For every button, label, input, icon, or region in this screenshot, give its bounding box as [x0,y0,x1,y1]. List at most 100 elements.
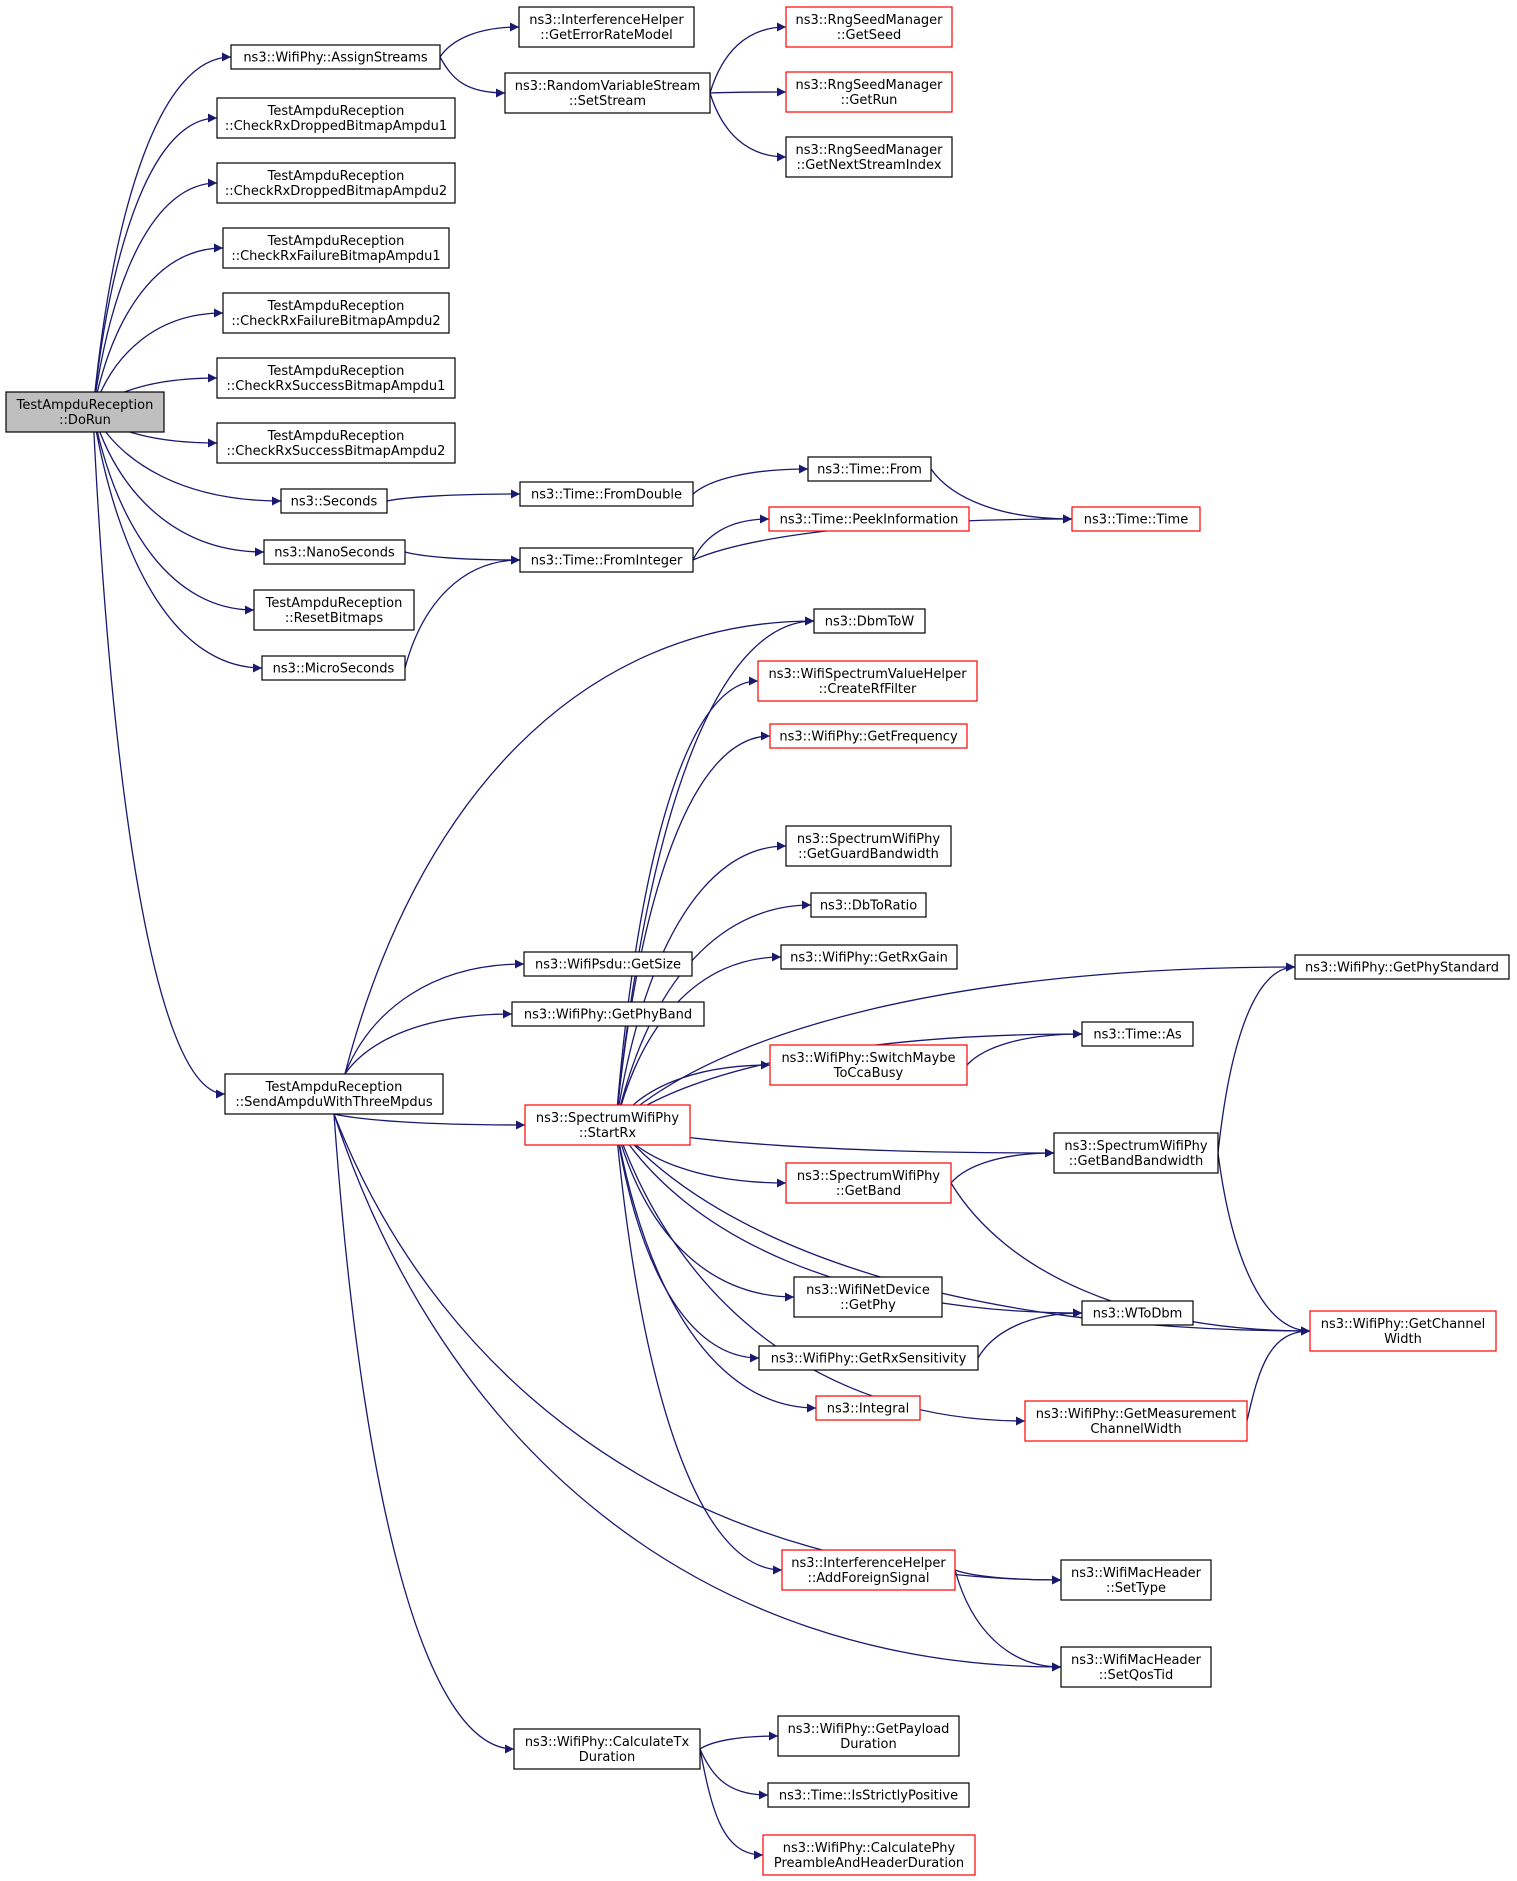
edge-root-to-cdrop2 [92,178,218,413]
node-box [1081,1021,1194,1047]
node-csucc1[interactable]: TestAmpduReception::CheckRxSuccessBitmap… [216,357,456,399]
node-phyband[interactable]: ns3::WifiPhy::GetPhyBand [511,1001,705,1027]
node-guardbw[interactable]: ns3::SpectrumWifiPhy::GetGuardBandwidth [785,825,952,867]
node-wtodbm[interactable]: ns3::WToDbm [1081,1300,1194,1326]
node-getfreq[interactable]: ns3::WifiPhy::GetFrequency [769,723,968,749]
node-label: ns3::DbmToW [825,615,915,630]
node-strictpos[interactable]: ns3::Time::IsStrictlyPositive [767,1782,970,1808]
node-cdrop1[interactable]: TestAmpduReception::CheckRxDroppedBitmap… [216,97,456,139]
node-box [5,391,165,433]
node-box [762,1834,976,1876]
node-seconds[interactable]: ns3::Seconds [280,488,388,514]
edge-meascw-to-chwidth [1246,1326,1311,1422]
node-dbtoratio[interactable]: ns3::DbToRatio [810,892,927,918]
node-label: ::CheckRxSuccessBitmapAmpdu2 [227,444,446,459]
node-setstream[interactable]: ns3::RandomVariableStream::SetStream [504,72,711,114]
node-label: ns3::SpectrumWifiPhy [536,1111,679,1126]
node-box [780,944,958,970]
node-getsize[interactable]: ns3::WifiPsdu::GetSize [523,951,693,977]
node-label: ::GetNextStreamIndex [796,158,941,173]
node-settype[interactable]: ns3::WifiMacHeader::SetType [1060,1559,1212,1601]
node-getrun[interactable]: ns3::RngSeedManager::GetRun [785,71,953,113]
node-box [261,655,406,681]
node-cdrop2[interactable]: TestAmpduReception::CheckRxDroppedBitmap… [216,162,456,204]
node-phystd[interactable]: ns3::WifiPhy::GetPhyStandard [1294,954,1510,980]
node-box [523,951,693,977]
node-preamble[interactable]: ns3::WifiPhy::CalculatePhyPreambleAndHea… [762,1834,976,1876]
node-box [524,1104,691,1146]
node-setqos[interactable]: ns3::WifiMacHeader::SetQosTid [1060,1646,1212,1688]
node-nanos[interactable]: ns3::NanoSeconds [263,539,406,565]
node-label: ns3::WifiPhy::SwitchMaybe [781,1051,955,1066]
node-rxsens[interactable]: ns3::WifiPhy::GetRxSensitivity [758,1345,979,1371]
node-box [280,488,388,514]
node-label: ns3::WifiPhy::CalculatePhy [783,1841,956,1856]
node-label: ns3::WToDbm [1093,1307,1183,1322]
node-label: ::SendAmpduWithThreeMpdus [235,1095,433,1110]
node-integral[interactable]: ns3::Integral [815,1395,921,1421]
node-label: TestAmpduReception [265,1080,403,1095]
node-getband[interactable]: ns3::SpectrumWifiPhy::GetBand [785,1162,952,1204]
node-peek[interactable]: ns3::Time::PeekInformation [768,506,970,532]
node-box [769,1044,968,1086]
node-label: ns3::WifiPhy::AssignStreams [243,51,428,66]
node-fromint[interactable]: ns3::Time::FromInteger [519,547,694,573]
node-cfail2[interactable]: TestAmpduReception::CheckRxFailureBitmap… [222,292,450,334]
node-root[interactable]: TestAmpduReception::DoRun [5,391,165,433]
node-bandbw[interactable]: ns3::SpectrumWifiPhy::GetBandBandwidth [1053,1132,1219,1174]
node-label: ns3::InterferenceHelper [529,13,684,28]
node-fromdouble[interactable]: ns3::Time::FromDouble [519,481,694,507]
node-timeas[interactable]: ns3::Time::As [1081,1021,1194,1047]
node-addforeign[interactable]: ns3::InterferenceHelper::AddForeignSigna… [781,1549,956,1591]
edge-calctx-to-preamble [699,1748,764,1860]
edge-root-to-assign [92,52,232,413]
node-label: Duration [579,1750,635,1765]
node-getnext[interactable]: ns3::RngSeedManager::GetNextStreamIndex [785,136,953,178]
node-getseed[interactable]: ns3::RngSeedManager::GetSeed [785,6,953,48]
edge-root-to-sendampdu [92,411,226,1099]
edge-startrx-to-getfreq [615,731,771,1126]
node-from[interactable]: ns3::Time::From [807,456,932,482]
node-box [1053,1132,1219,1174]
node-sendampdu[interactable]: TestAmpduReception::SendAmpduWithThreeMp… [224,1073,444,1115]
edge-startrx-to-rffilter [615,676,759,1126]
node-box [263,539,406,565]
node-label: ChannelWidth [1090,1422,1181,1437]
edge-startrx-to-chwidth [615,1124,1311,1336]
node-startrx[interactable]: ns3::SpectrumWifiPhy::StartRx [524,1104,691,1146]
node-box [216,357,456,399]
node-layer: TestAmpduReception::DoRun ns3::WifiPhy::A… [5,6,1510,1876]
node-cfail1[interactable]: TestAmpduReception::CheckRxFailureBitmap… [222,227,450,269]
node-label: ::GetPhy [840,1298,896,1313]
node-micros[interactable]: ns3::MicroSeconds [261,655,406,681]
node-reset[interactable]: TestAmpduReception::ResetBitmaps [253,589,415,631]
node-box [513,1728,701,1770]
node-box [785,1162,952,1204]
node-label: ns3::Time::Time [1084,513,1188,528]
node-box [519,481,694,507]
node-netdevphy[interactable]: ns3::WifiNetDevice::GetPhy [793,1276,943,1318]
node-time[interactable]: ns3::Time::Time [1071,506,1201,532]
node-label: ns3::NanoSeconds [274,546,395,561]
node-label: ns3::WifiPhy::GetRxSensitivity [771,1352,967,1367]
node-rxgain[interactable]: ns3::WifiPhy::GetRxGain [780,944,958,970]
edge-rxsens-to-wtodbm [977,1308,1083,1359]
node-geterr[interactable]: ns3::InterferenceHelper::GetErrorRateMod… [518,6,695,48]
node-label: TestAmpduReception [267,234,405,249]
node-box [777,1715,960,1757]
node-label: ::CheckRxDroppedBitmapAmpdu1 [225,119,447,134]
node-box [785,825,952,867]
node-csucc2[interactable]: TestAmpduReception::CheckRxSuccessBitmap… [216,422,456,464]
node-dbmtow[interactable]: ns3::DbmToW [813,608,926,634]
node-assign[interactable]: ns3::WifiPhy::AssignStreams [230,44,441,70]
edge-sendampdu-to-calctx [333,1113,515,1754]
node-rffilter[interactable]: ns3::WifiSpectrumValueHelper::CreateRfFi… [757,660,978,702]
node-label: ns3::Time::As [1093,1028,1182,1043]
node-label: ::GetRun [841,93,898,108]
